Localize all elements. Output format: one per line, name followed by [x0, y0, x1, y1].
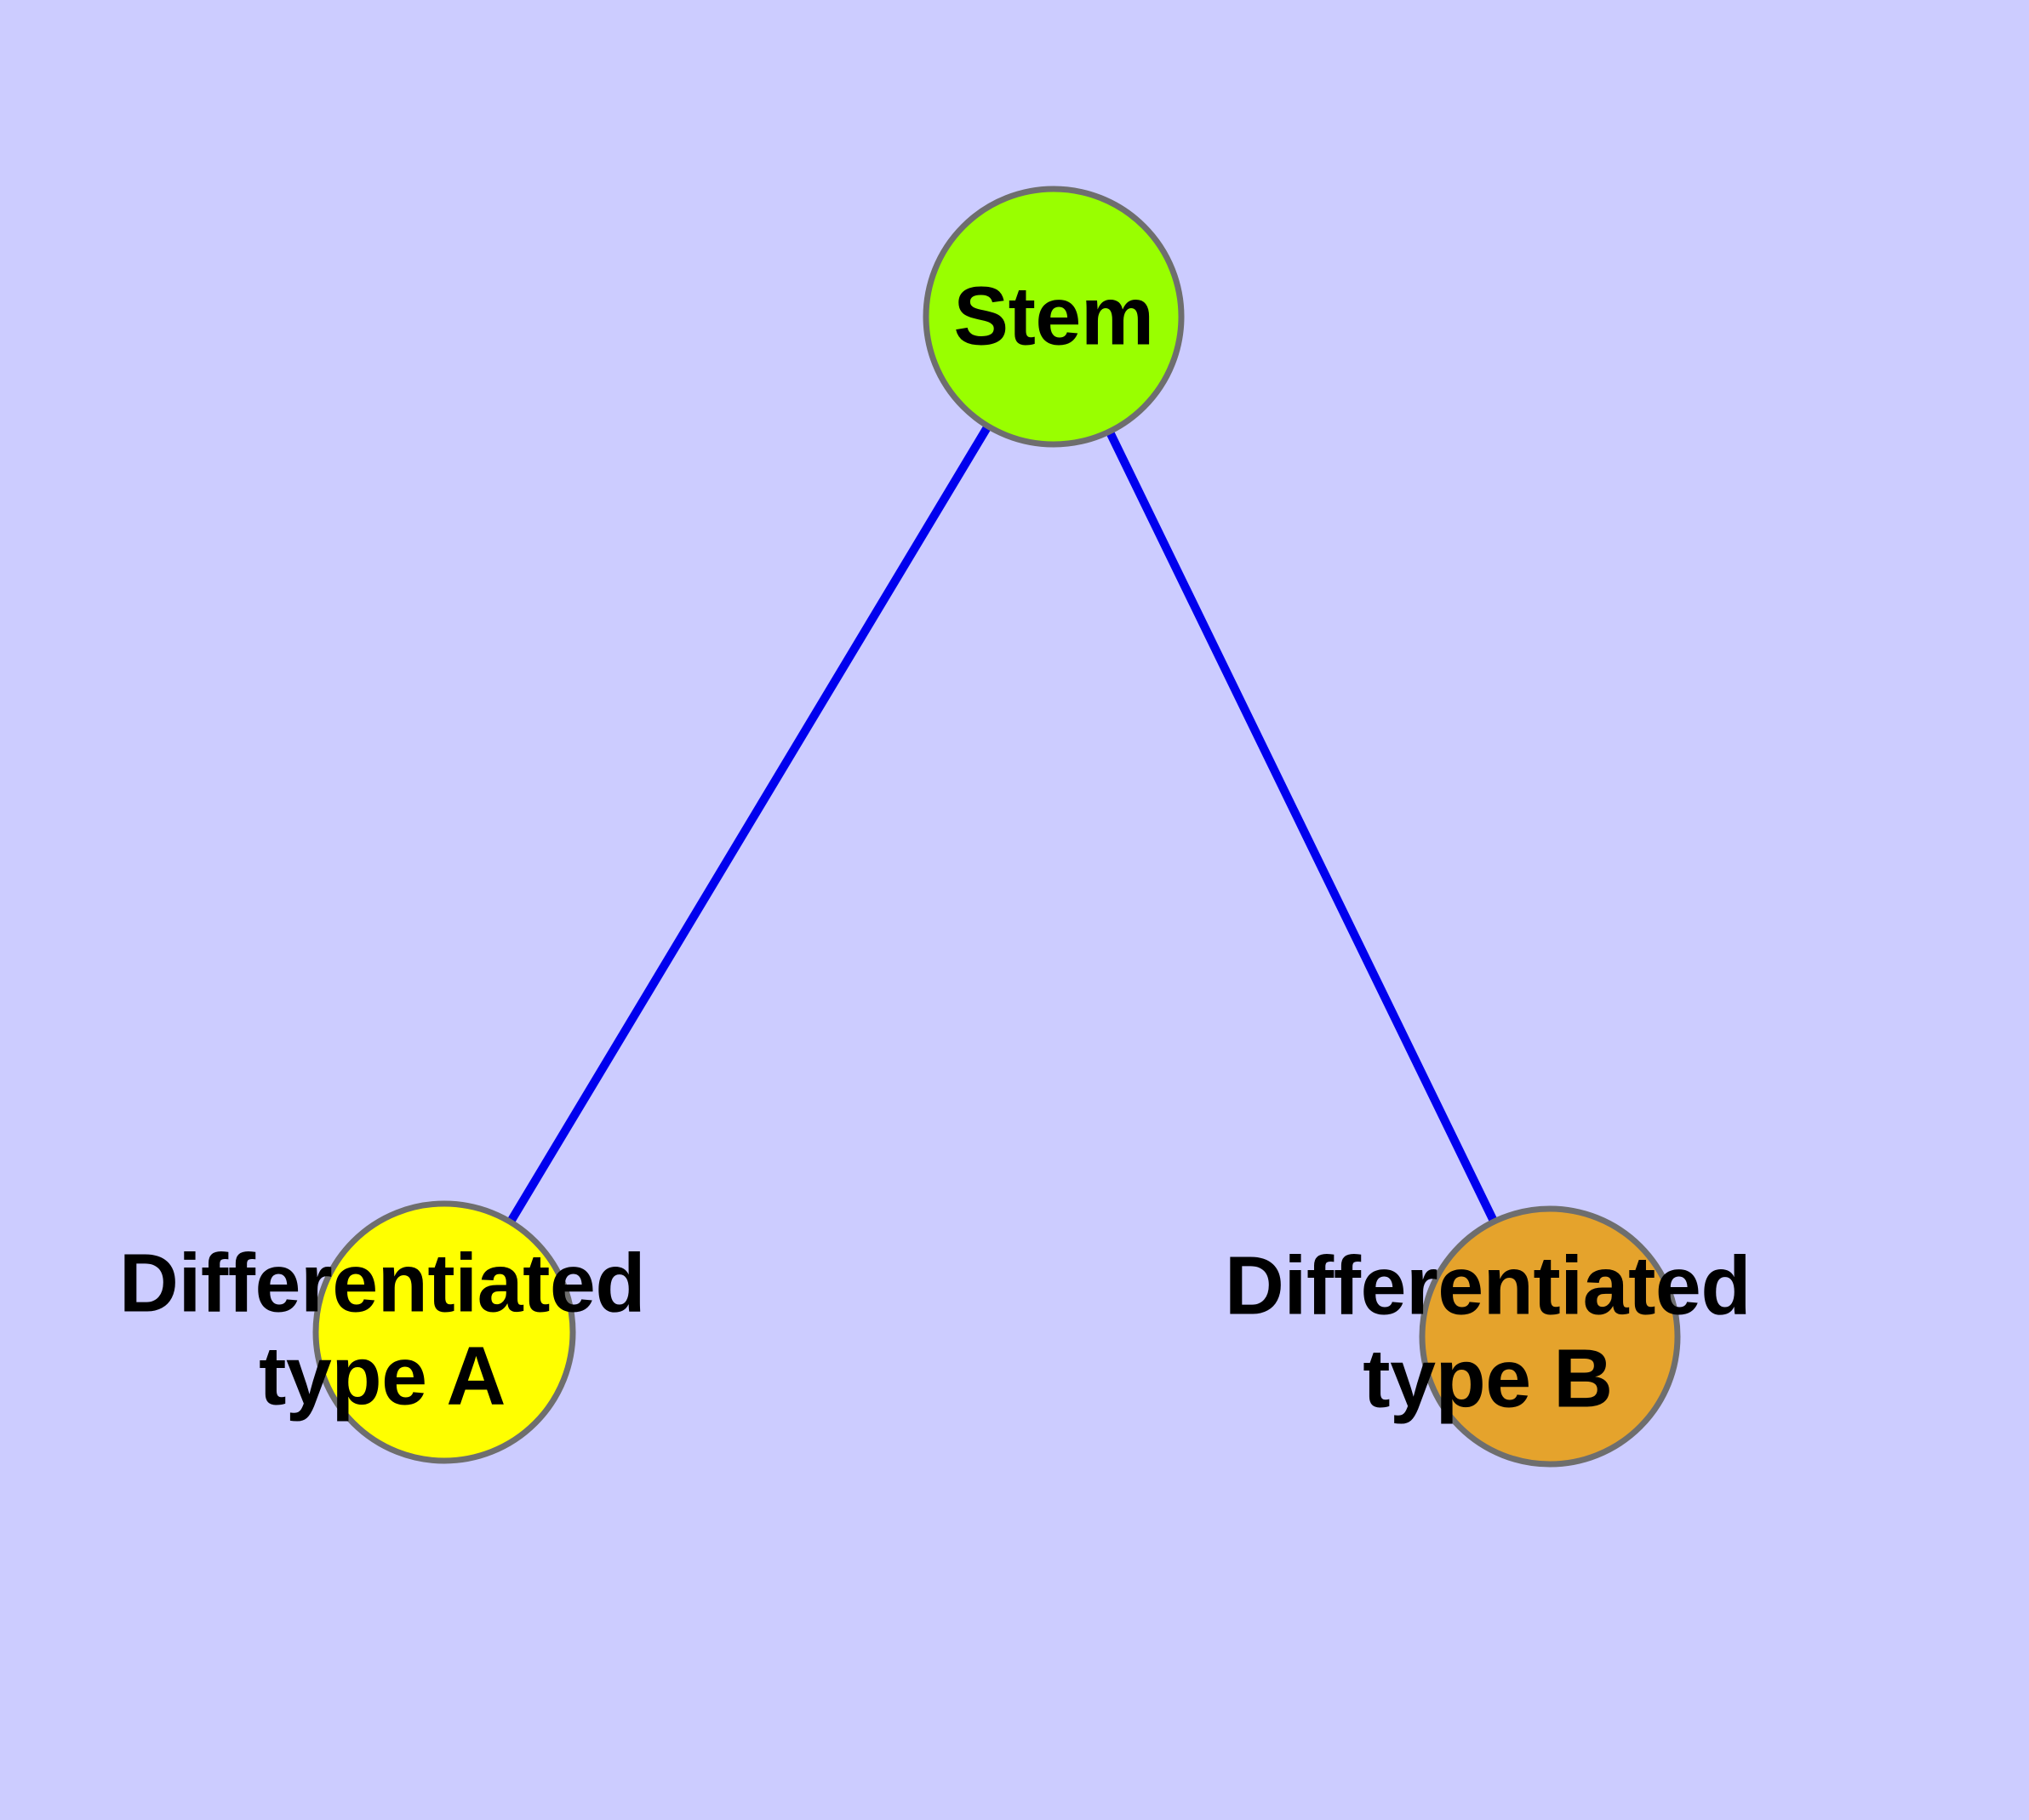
node-layer: [312, 186, 1681, 1468]
edge-stem-to-diff-a[interactable]: [440, 314, 1058, 1335]
edge-layer: [440, 314, 1554, 1339]
node-circle-diff-a[interactable]: [312, 1200, 576, 1464]
node-circle-diff-b[interactable]: [1419, 1205, 1681, 1468]
node-circle-stem[interactable]: [923, 186, 1185, 448]
edge-stem-to-diff-b[interactable]: [1049, 314, 1554, 1339]
